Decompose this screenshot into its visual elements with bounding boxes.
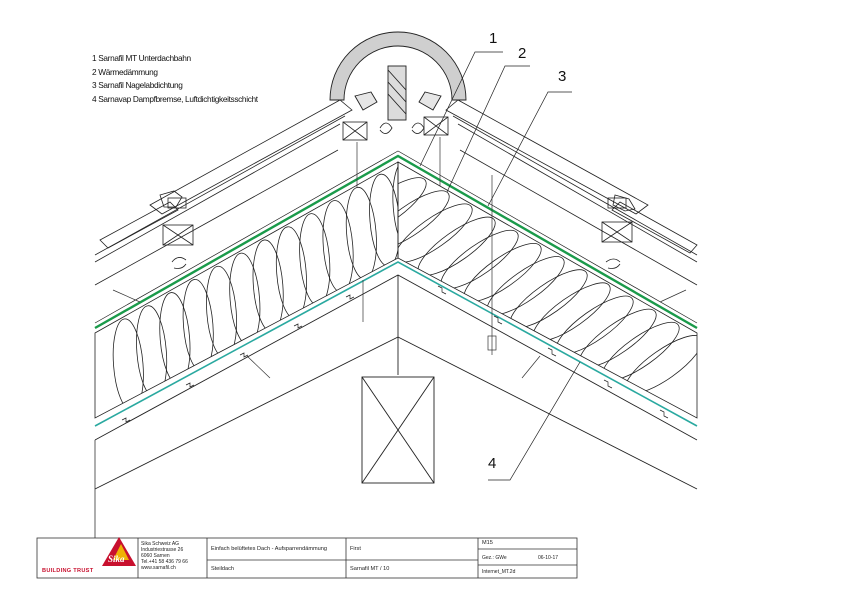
callout-2: 2 <box>518 45 527 62</box>
rafters <box>94 274 698 490</box>
vapor-barrier <box>94 261 698 427</box>
company-address: Sika Schweiz AG Industriestrasse 26 6060… <box>141 541 188 571</box>
brand-tagline: BUILDING TRUST <box>42 568 94 574</box>
insulation-loop <box>182 279 214 372</box>
callout-4: 4 <box>488 455 497 472</box>
insulation-loop <box>392 162 398 254</box>
insulation-loop <box>486 256 565 316</box>
callout-1: 1 <box>489 30 498 47</box>
insulation <box>94 161 698 419</box>
underlay-membrane <box>94 154 698 330</box>
insulation-loop <box>398 177 427 237</box>
legend-item-1: 1 Sarnafil MT Unterdachbahn <box>92 53 191 63</box>
drawn-by: Gez.: GWe <box>482 555 507 561</box>
insulation-loop <box>463 243 542 303</box>
insulation-loop <box>440 229 519 289</box>
ridge-beam <box>361 275 435 484</box>
insulation-loop <box>345 186 377 280</box>
membrane-edge-lines <box>94 150 698 324</box>
file-name: Internet_MT.2d <box>482 569 516 575</box>
insulation-loop <box>252 239 284 333</box>
insulation-loop <box>322 200 354 293</box>
roof-type: Steildach <box>211 566 235 572</box>
insulation-loop <box>275 226 307 319</box>
address-line-1: Sika Schweiz AG <box>141 541 180 547</box>
sika-logo: Sika <box>102 537 136 566</box>
counter-battens <box>94 115 698 286</box>
insulation-loop <box>206 265 238 359</box>
insulation-loop <box>369 173 398 267</box>
drawing-number: M15 <box>482 540 493 546</box>
insulation-loop <box>624 335 697 395</box>
insulation-loop <box>136 305 168 398</box>
battens <box>162 116 633 246</box>
address-line-2: Industriestrasse 26 <box>141 547 184 553</box>
address-line-4: Tel.+41 58 436 79 66 <box>141 559 188 565</box>
callout-3: 3 <box>558 68 567 85</box>
legend-item-2: 2 Wärmedämmung <box>92 66 158 77</box>
insulation-loop <box>509 269 588 329</box>
insulation-loop <box>601 321 680 381</box>
insulation-loop <box>299 213 331 306</box>
insulation-loop <box>398 190 450 250</box>
address-line-3: 6060 Sarnen <box>141 553 170 559</box>
legend-item-3: 3 Sarnafil Nagelabdichtung <box>92 80 183 91</box>
vapor-barrier-clips <box>121 285 669 423</box>
fasteners <box>112 137 687 379</box>
title-block <box>36 537 578 579</box>
callout-leaders <box>419 51 581 481</box>
ridge-cap <box>329 31 467 121</box>
roof-tiles <box>99 99 698 254</box>
address-line-5: www.sarnafil.ch <box>141 565 176 571</box>
insulation-loop <box>229 252 261 346</box>
detail-description: Einfach belüftetes Dach - Aufsparrendämm… <box>211 546 327 552</box>
insulation-loop <box>398 203 473 263</box>
insulation-loop <box>159 292 191 385</box>
product-name: Sarnafil MT / 10 <box>350 566 390 572</box>
insulation-loop <box>112 318 144 412</box>
insulation-loop <box>417 216 496 276</box>
drawing-date: 06-10-17 <box>538 555 559 561</box>
logo-text: Sika <box>108 554 125 564</box>
legend-item-4: 4 Sarnavap Dampfbremse, Luftdichtigkeits… <box>92 93 258 104</box>
detail-name: First <box>350 546 361 552</box>
legend: 1 Sarnafil MT Unterdachbahn 2 Wärmedämmu… <box>92 52 258 106</box>
ventilation-arrows <box>171 122 621 269</box>
